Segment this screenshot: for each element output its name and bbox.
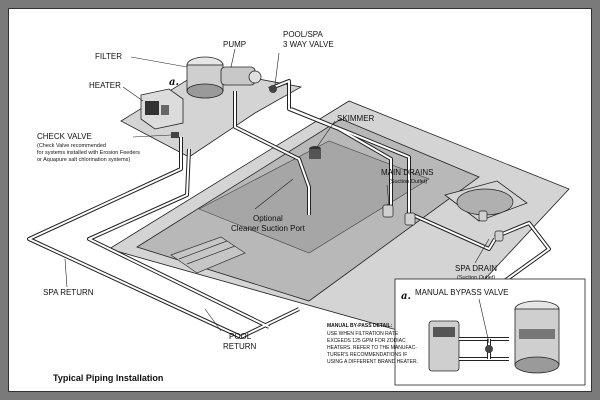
label-pool-return-1: POOL (229, 332, 252, 341)
label-pool-return-2: RETURN (223, 342, 257, 351)
label-manual-bypass: MANUAL BYPASS VALVE (415, 288, 509, 297)
label-main-drains: MAIN DRAINS (381, 168, 433, 177)
label-valve-2: 3 WAY VALVE (283, 40, 334, 49)
spa (444, 180, 528, 222)
detail-heading: MANUAL BY-PASS DETAIL: (327, 323, 393, 329)
marker-a: a. (169, 77, 179, 88)
three-way-valve (269, 85, 277, 93)
pool-steps (170, 236, 246, 274)
piping (27, 79, 551, 339)
check-valve (171, 132, 179, 138)
pool-floor (198, 140, 430, 254)
label-spa-return: SPA RETURN (43, 288, 94, 297)
piping-diagram: FILTER HEATER PUMP POOL/SPA 3 WAY VALVE … (27, 30, 586, 386)
check-note-3: or Aquapure salt chlorination systems) (37, 157, 130, 163)
label-spa-drain: SPA DRAIN (455, 264, 497, 273)
label-optional-1: Optional (253, 214, 283, 223)
check-note-1: (Check Valve recommended (37, 143, 106, 149)
spa-drain (478, 210, 504, 242)
label-spa-drain-sub: (Suction Outlet) (457, 275, 495, 281)
label-check-valve: CHECK VALVE (37, 132, 92, 141)
filter (186, 56, 224, 99)
label-pump: PUMP (223, 40, 246, 49)
detail-line: EXCEEDS 125 GPM FOR ZODIAC (327, 338, 406, 344)
inset-filter (514, 300, 560, 374)
pump (220, 66, 262, 86)
diagram-frame: FILTER HEATER PUMP POOL/SPA 3 WAY VALVE … (8, 8, 592, 392)
label-skimmer: SKIMMER (337, 114, 375, 123)
detail-line: USING A DIFFERENT BRAND HEATER. (327, 359, 418, 365)
inset-pipes (459, 337, 509, 361)
label-filter: FILTER (95, 52, 122, 61)
label-heater: HEATER (89, 81, 121, 90)
bypass-inset: a. MANUAL BYPASS VALVE (394, 278, 586, 386)
diagram-title: Typical Piping Installation (53, 373, 163, 383)
leader-lines (64, 48, 490, 332)
inset-marker: a. (401, 291, 411, 302)
heater (140, 88, 184, 130)
inset-heater (428, 320, 460, 372)
skimmer (309, 146, 321, 159)
detail-line: TURER'S RECOMMENDATIONS IF (327, 352, 407, 358)
label-optional-2: Cleaner Suction Port (231, 224, 306, 233)
detail-line: USE WHEN FILTRATION RATE (327, 331, 399, 337)
inset-bypass-valve (485, 345, 493, 353)
check-note-2: for systems installed with Erosion Feede… (37, 150, 140, 156)
main-drain-right (404, 212, 416, 226)
label-main-drains-sub: (Suction Outlet) (389, 179, 427, 185)
label-valve-1: POOL/SPA (283, 30, 324, 39)
detail-line: HEATERS. REFER TO THE MANUFAC- (327, 345, 417, 351)
main-drain-left (382, 204, 394, 218)
